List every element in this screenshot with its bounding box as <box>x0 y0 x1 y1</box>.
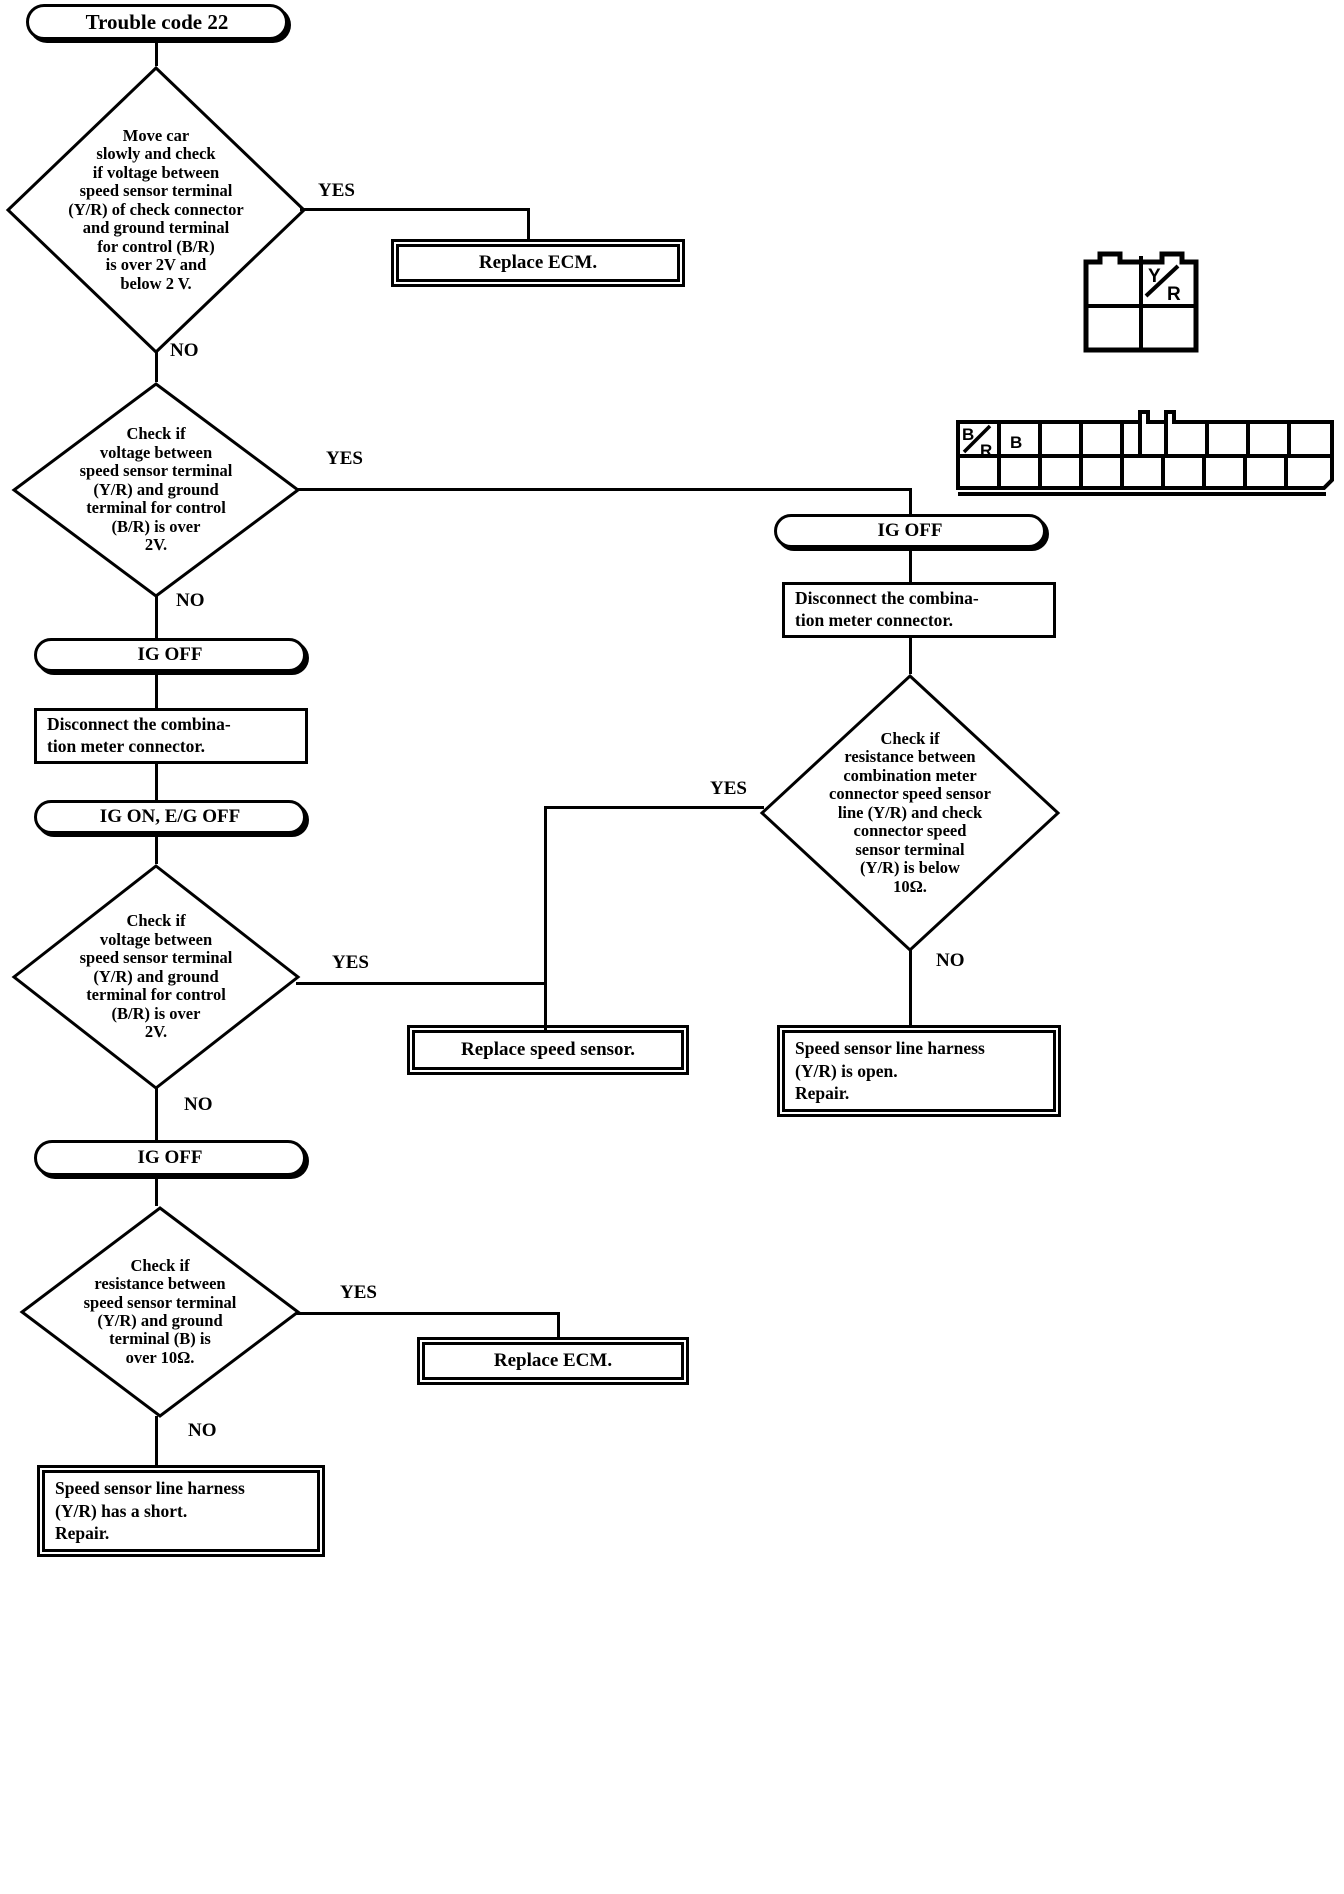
line-disc-to-igon <box>155 764 158 800</box>
check-connector-pin-label-y: Y <box>1148 266 1161 287</box>
action-disconnect-meter-right[interactable]: Disconnect the combina- tion meter conne… <box>782 582 1056 638</box>
action-replace-ecm-1[interactable]: Replace ECM. <box>396 244 680 282</box>
terminal-ig-on-eg-off-label: IG ON, E/G OFF <box>99 806 241 827</box>
control-connector-pin-label-r: R <box>980 441 992 460</box>
control-connector-pin-label-b2: B <box>1010 433 1022 452</box>
action-disconnect-meter-left[interactable]: Disconnect the combina- tion meter conne… <box>34 708 308 764</box>
disc-left-line-2: tion meter connector. <box>47 736 205 756</box>
branch-label-yes-d3: YES <box>332 952 369 973</box>
branch-label-no-d3: NO <box>184 1094 213 1115</box>
line-d1-yes-down <box>527 208 530 244</box>
line-start-to-d1 <box>155 40 158 66</box>
decision-resistance-yr-b[interactable]: Check if resistance between speed sensor… <box>19 1206 301 1418</box>
terminal-ig-off-left-1-label: IG OFF <box>137 644 203 665</box>
result-harness-open[interactable]: Speed sensor line harness (Y/R) is open.… <box>782 1030 1056 1112</box>
control-connector-diagram: B R B <box>952 400 1340 500</box>
disc-right-line-2: tion meter connector. <box>795 610 953 630</box>
check-connector-diagram: Y R <box>1082 246 1200 354</box>
diamond-shape <box>19 1206 301 1418</box>
line-d5-yes-to-junction <box>544 806 764 809</box>
decision-voltage-yr-br-2[interactable]: Check if voltage between speed sensor te… <box>11 864 301 1090</box>
open-line-1: Speed sensor line harness <box>795 1037 985 1058</box>
terminal-ig-off-right-label: IG OFF <box>877 520 943 541</box>
line-d4-yes-down <box>557 1312 560 1342</box>
terminal-ig-off-left-2-label: IG OFF <box>137 1147 203 1168</box>
check-connector-graphic: Y R <box>1083 251 1199 353</box>
line-d5-no <box>909 948 912 1030</box>
short-line-1: Speed sensor line harness <box>55 1477 245 1498</box>
branch-label-yes-d5: YES <box>710 778 747 799</box>
line-d2-yes-down <box>909 488 912 514</box>
branch-label-yes-d4: YES <box>340 1282 377 1303</box>
diamond-shape <box>11 382 301 598</box>
action-replace-speed-sensor[interactable]: Replace speed sensor. <box>412 1030 684 1070</box>
action-disconnect-meter-right-label: Disconnect the combina- tion meter conne… <box>785 588 1053 632</box>
result-harness-short-label: Speed sensor line harness (Y/R) has a sh… <box>45 1477 317 1545</box>
line-igon-to-d3 <box>155 834 158 864</box>
disc-right-line-1: Disconnect the combina- <box>795 588 979 609</box>
branch-label-no-d4: NO <box>188 1420 217 1441</box>
branch-label-no-d5: NO <box>936 950 965 971</box>
line-junction-to-speedsensor <box>544 982 547 1032</box>
terminal-ig-off-left-2[interactable]: IG OFF <box>34 1140 306 1176</box>
line-disc-right-to-d5 <box>909 638 912 674</box>
open-line-3: Repair. <box>795 1083 850 1104</box>
line-d3-yes-up <box>544 806 547 985</box>
line-d4-no <box>155 1416 158 1470</box>
line-d2-no <box>155 596 158 638</box>
decision-voltage-yr-br[interactable]: Check if voltage between speed sensor te… <box>11 382 301 598</box>
diamond-shape <box>759 673 1061 953</box>
open-line-2: (Y/R) is open. <box>795 1060 898 1081</box>
line-d1-yes <box>300 208 530 211</box>
line-d4-yes <box>296 1312 560 1315</box>
action-disconnect-meter-left-label: Disconnect the combina- tion meter conne… <box>37 714 305 758</box>
action-replace-ecm-2-label: Replace ECM. <box>493 1350 613 1371</box>
branch-label-no-d2: NO <box>176 590 205 611</box>
line-igoffright-to-disc <box>909 548 912 582</box>
action-replace-ecm-2[interactable]: Replace ECM. <box>422 1342 684 1380</box>
line-d3-no <box>155 1088 158 1140</box>
control-connector-graphic: B R B <box>956 410 1334 496</box>
terminal-ig-off-left-1[interactable]: IG OFF <box>34 638 306 672</box>
branch-label-no-d1: NO <box>170 340 199 361</box>
branch-label-yes-d2: YES <box>326 448 363 469</box>
diamond-shape <box>5 65 307 355</box>
line-igoff2-to-d4 <box>155 1176 158 1206</box>
line-d2-yes <box>296 488 912 491</box>
line-igoff1-to-disc <box>155 672 158 708</box>
start-terminal[interactable]: Trouble code 22 <box>26 4 288 40</box>
terminal-ig-on-eg-off[interactable]: IG ON, E/G OFF <box>34 800 306 834</box>
terminal-ig-off-right[interactable]: IG OFF <box>774 514 1046 548</box>
disc-left-line-1: Disconnect the combina- <box>47 714 231 735</box>
line-d1-no <box>155 352 158 382</box>
result-harness-short[interactable]: Speed sensor line harness (Y/R) has a sh… <box>42 1470 320 1552</box>
start-terminal-label: Trouble code 22 <box>85 9 229 34</box>
branch-label-yes-d1: YES <box>318 180 355 201</box>
diamond-shape <box>11 864 301 1090</box>
action-replace-ecm-1-label: Replace ECM. <box>478 252 598 273</box>
action-replace-speed-sensor-label: Replace speed sensor. <box>461 1039 635 1060</box>
short-line-2: (Y/R) has a short. <box>55 1500 188 1521</box>
line-d3-yes <box>296 982 547 985</box>
control-connector-pin-label-b: B <box>962 425 974 444</box>
short-line-3: Repair. <box>55 1523 110 1544</box>
check-connector-pin-label-r: R <box>1167 284 1181 305</box>
decision-move-car-voltage[interactable]: Move car slowly and check if voltage bet… <box>5 65 307 355</box>
decision-resistance-meter-check[interactable]: Check if resistance between combination … <box>759 673 1061 953</box>
result-harness-open-label: Speed sensor line harness (Y/R) is open.… <box>785 1037 1053 1105</box>
